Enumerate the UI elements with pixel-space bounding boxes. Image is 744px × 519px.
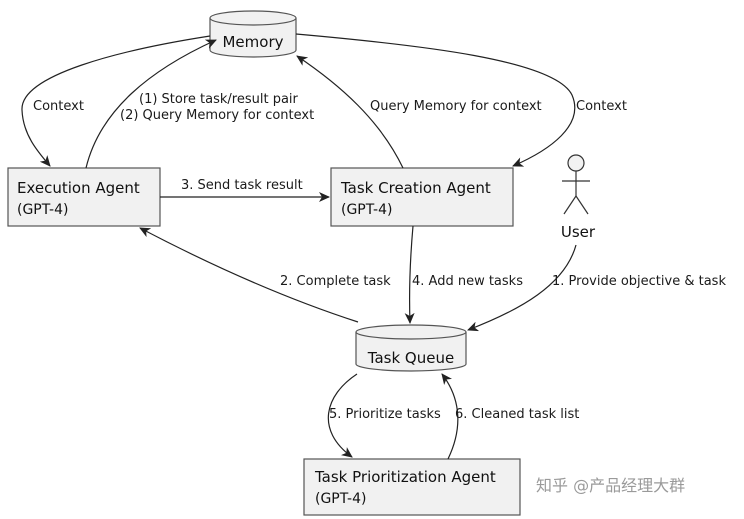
arrow-add-new-tasks (404, 225, 415, 324)
label-complete-task: 2. Complete task (280, 274, 391, 289)
user-actor (562, 154, 590, 215)
label-store-task-result: (1) Store task/result pair (139, 92, 299, 107)
arrow-context-right (295, 33, 576, 167)
task-queue-label: Task Queue (367, 349, 454, 367)
arrow-cleaned-task-list (441, 373, 459, 460)
arrow-store-query (85, 39, 217, 169)
execution-agent-title: Execution Agent (17, 179, 140, 197)
memory-node: Memory (209, 10, 297, 58)
task-prioritization-agent-subtitle: (GPT-4) (315, 491, 366, 507)
label-prioritize-tasks: 5. Prioritize tasks (329, 407, 441, 422)
arrow-provide-objective (467, 244, 577, 332)
label-add-new-tasks: 4. Add new tasks (412, 274, 523, 289)
user-label: User (561, 223, 596, 241)
task-creation-agent-title: Task Creation Agent (340, 179, 491, 197)
arrow-context-left (21, 35, 211, 167)
label-query-memory-right: Query Memory for context (370, 99, 542, 114)
execution-agent-node: Execution Agent (GPT-4) (7, 167, 161, 227)
task-prioritization-agent-node: Task Prioritization Agent (GPT-4) (303, 458, 521, 516)
label-send-task-result: 3. Send task result (181, 178, 303, 193)
arrow-prioritize-tasks (327, 373, 358, 458)
task-queue-node: Task Queue (355, 324, 467, 372)
arrow-complete-task (139, 227, 359, 323)
label-provide-objective: 1. Provide objective & task (552, 274, 726, 289)
arrow-query-memory-right (296, 55, 404, 169)
user-head-icon (567, 154, 585, 172)
task-creation-agent-subtitle: (GPT-4) (341, 202, 392, 218)
label-context-left: Context (33, 99, 84, 114)
task-creation-agent-node: Task Creation Agent (GPT-4) (330, 167, 514, 227)
task-prioritization-agent-title: Task Prioritization Agent (314, 468, 496, 486)
label-context-right: Context (576, 99, 627, 114)
label-cleaned-task-list: 6. Cleaned task list (455, 407, 579, 422)
label-query-memory-left: (2) Query Memory for context (120, 108, 314, 123)
watermark: 知乎 @产品经理大群 (536, 476, 685, 495)
execution-agent-subtitle: (GPT-4) (17, 202, 68, 218)
memory-label: Memory (222, 33, 283, 51)
